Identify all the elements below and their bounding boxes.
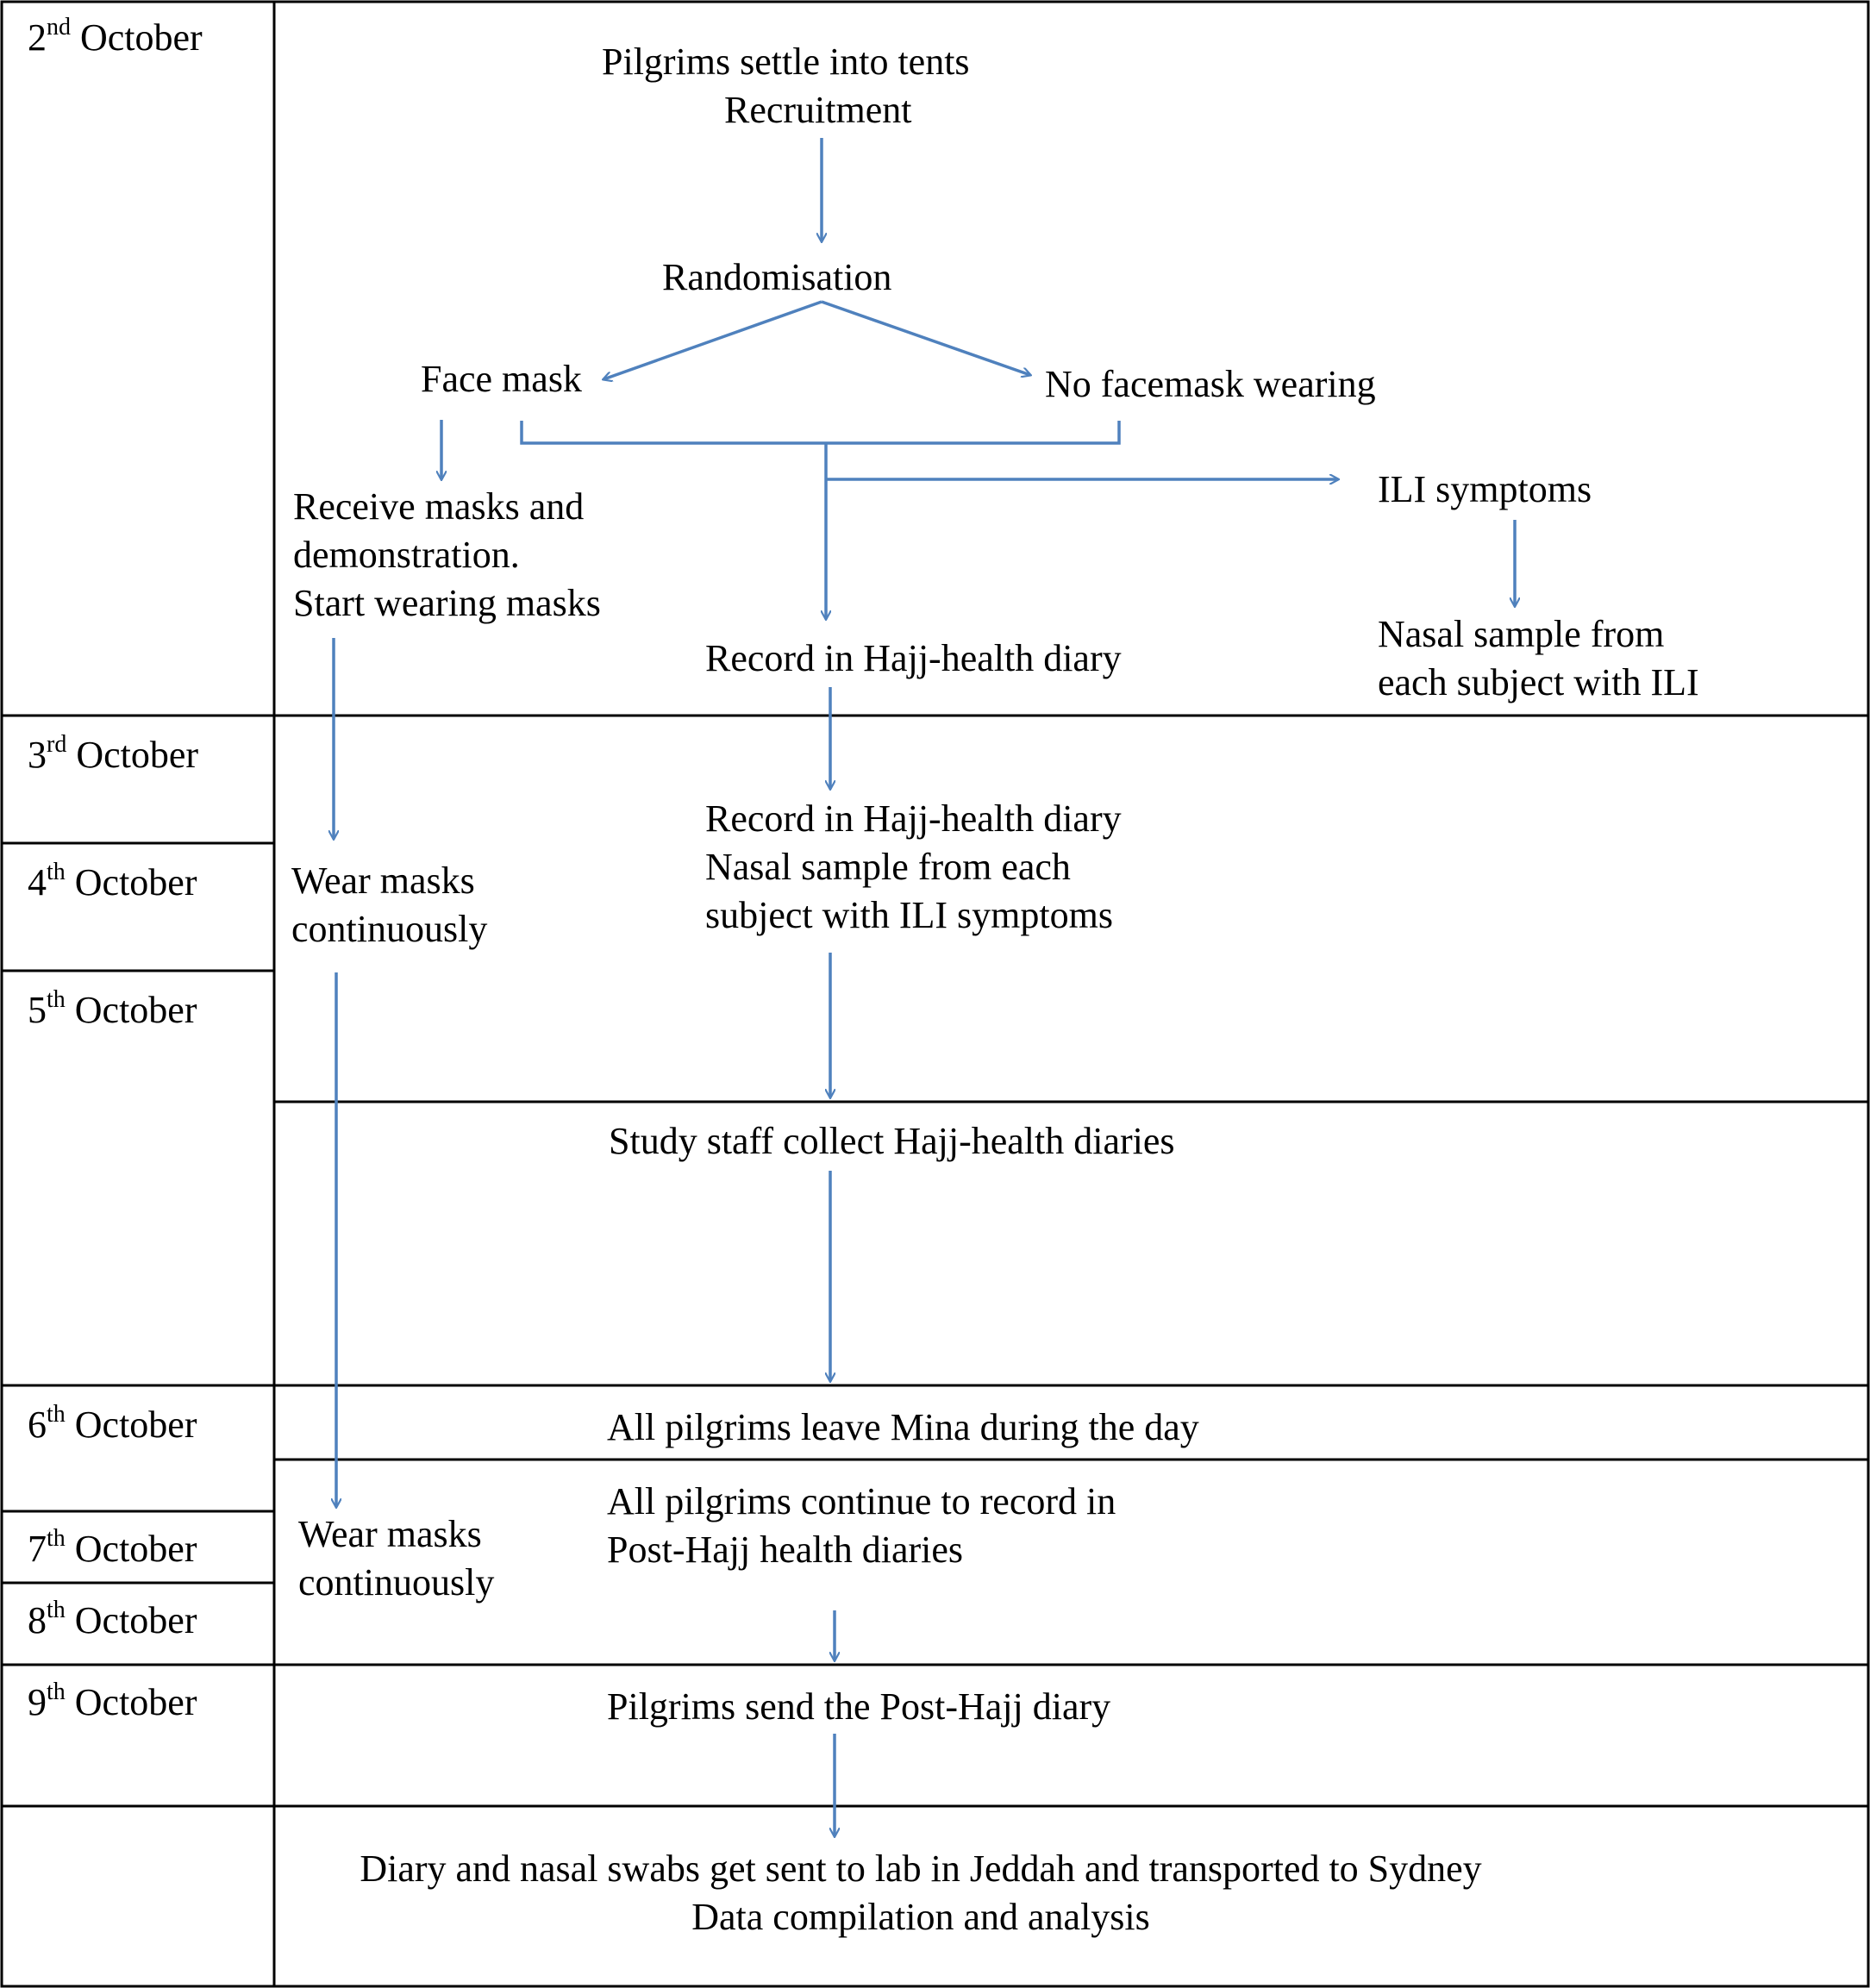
node-wear-masks-1-line2: continuously (291, 908, 488, 950)
node-leave-mina: All pilgrims leave Mina during the day (607, 1406, 1199, 1448)
node-continue-record-line2: Post-Hajj health diaries (607, 1529, 964, 1571)
node-continue-record-line1: All pilgrims continue to record in (607, 1480, 1116, 1522)
node-final-line1: Diary and nasal swabs get sent to lab in… (360, 1847, 1482, 1890)
node-record2-line1: Record in Hajj-health diary (705, 797, 1122, 840)
node-wear-masks-2-line2: continuously (298, 1561, 495, 1604)
date-4th-october: 4th October (28, 859, 197, 903)
date-8th-october: 8th October (28, 1597, 197, 1641)
node-receive-masks-line1: Receive masks and (293, 485, 585, 528)
node-send-diary: Pilgrims send the Post-Hajj diary (607, 1685, 1111, 1728)
date-2nd-october: 2nd October (28, 14, 203, 59)
node-receive-masks-line3: Start wearing masks (293, 582, 601, 624)
date-9th-october: 9th October (28, 1679, 197, 1723)
arrows (334, 138, 1515, 1836)
node-collect-diaries: Study staff collect Hajj-health diaries (609, 1120, 1175, 1162)
date-5th-october: 5th October (28, 986, 197, 1031)
node-wear-masks-1-line1: Wear masks (291, 860, 475, 902)
node-no-facemask: No facemask wearing (1045, 363, 1376, 405)
date-3rd-october: 3rd October (28, 731, 199, 776)
node-face-mask: Face mask (421, 358, 582, 400)
node-wear-masks-2-line1: Wear masks (298, 1513, 482, 1555)
node-receive-masks-line2: demonstration. (293, 534, 520, 576)
date-6th-october: 6th October (28, 1401, 197, 1446)
node-record2-line3: subject with ILI symptoms (705, 894, 1113, 936)
node-record-diary: Record in Hajj-health diary (705, 637, 1122, 679)
arrow-to-no-facemask (821, 300, 1030, 375)
node-recruitment: Recruitment (724, 89, 912, 131)
node-final-line2: Data compilation and analysis (691, 1896, 1150, 1938)
node-ili-symptoms: ILI symptoms (1378, 468, 1592, 510)
date-7th-october: 7th October (28, 1525, 197, 1570)
arrow-to-face-mask (604, 300, 822, 379)
node-nasal-sample-line2: each subject with ILI (1378, 661, 1699, 703)
bracket-join-groups (520, 421, 1121, 445)
node-nasal-sample-line1: Nasal sample from (1378, 613, 1665, 655)
node-settle-tents: Pilgrims settle into tents (602, 41, 970, 83)
node-randomisation: Randomisation (662, 256, 892, 298)
node-record2-line2: Nasal sample from each (705, 846, 1071, 888)
